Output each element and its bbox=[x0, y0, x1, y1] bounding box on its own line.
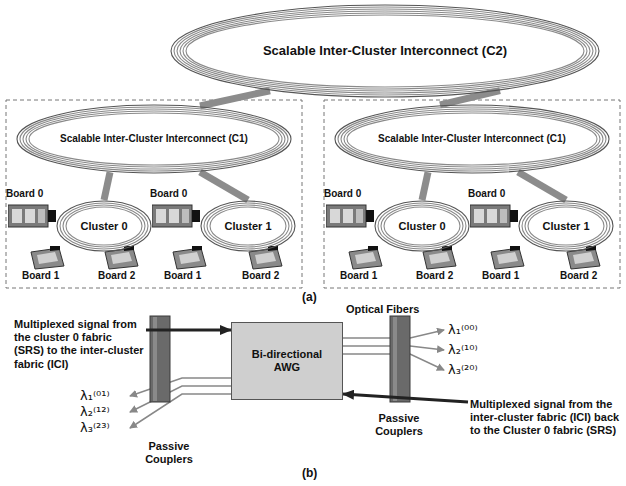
fiber-bundle bbox=[104, 172, 110, 200]
ring-label: Scalable Inter-Cluster Interconnect (C2) bbox=[261, 44, 509, 59]
fiber-ring bbox=[29, 113, 279, 165]
signal-arrow bbox=[343, 394, 468, 402]
optical-fiber bbox=[130, 386, 232, 412]
ring-label: Cluster 0 bbox=[78, 220, 129, 233]
ring-label: Cluster 1 bbox=[222, 220, 273, 233]
board-icon bbox=[173, 246, 206, 269]
cluster-ring: Cluster 0 bbox=[56, 200, 152, 252]
fiber-ring bbox=[26, 111, 282, 167]
interconnect-ring: Scalable Inter-Cluster Interconnect (C2) bbox=[170, 4, 600, 98]
board-label: Board 1 bbox=[482, 270, 519, 282]
board-icon bbox=[326, 205, 374, 227]
group-frame bbox=[324, 100, 620, 288]
interconnect-ring: Scalable Inter-Cluster Interconnect (C1) bbox=[16, 104, 292, 174]
cluster-ring: Cluster 1 bbox=[518, 200, 614, 252]
fiber-label: Optical Fibers bbox=[346, 303, 419, 316]
ring-label: Cluster 1 bbox=[540, 220, 591, 233]
fiber-ring bbox=[23, 109, 285, 169]
fiber-ring bbox=[63, 205, 145, 247]
fiber-ring bbox=[344, 111, 600, 167]
coupler-label: Passive Couplers bbox=[134, 440, 204, 466]
fiber-ring bbox=[528, 207, 604, 245]
fiber-ring bbox=[338, 107, 606, 171]
optical-fiber bbox=[130, 394, 232, 428]
board-label: Board 0 bbox=[324, 188, 361, 200]
signal-note: Multiplexed signal from the cluster 0 fa… bbox=[14, 318, 144, 371]
fiber-ring bbox=[183, 13, 587, 89]
ring-label: Cluster 0 bbox=[396, 220, 447, 233]
coupler-label: Passive Couplers bbox=[364, 412, 434, 438]
group-frame bbox=[6, 100, 302, 288]
ring-label: Scalable Inter-Cluster Interconnect (C1) bbox=[376, 133, 568, 145]
interconnect-ring: Scalable Inter-Cluster Interconnect (C1) bbox=[334, 104, 610, 174]
fiber-ring bbox=[177, 9, 593, 93]
panel-label: (b) bbox=[302, 466, 317, 480]
signal-arrow bbox=[146, 329, 231, 332]
fiber-bundle bbox=[518, 172, 566, 200]
board-icon bbox=[349, 246, 382, 269]
wavelength-label: λ₂⁽¹²⁾ bbox=[80, 404, 110, 420]
awg-box: Bi-directional AWG bbox=[231, 322, 343, 400]
fiber-ring bbox=[378, 203, 466, 249]
fiber-ring bbox=[186, 15, 584, 87]
board-label: Board 2 bbox=[242, 270, 279, 282]
fiber-ring bbox=[384, 207, 460, 245]
board-label: Board 0 bbox=[150, 188, 187, 200]
wavelength-label: λ₁⁽⁰⁰⁾ bbox=[448, 322, 478, 338]
board-label: Board 2 bbox=[560, 270, 597, 282]
wavelength-label: λ₁⁽⁰¹⁾ bbox=[80, 388, 110, 404]
board-label: Board 1 bbox=[340, 270, 377, 282]
board-icon bbox=[31, 246, 64, 269]
fiber-bundle bbox=[200, 172, 248, 200]
board-icon bbox=[8, 205, 56, 227]
fiber-ring bbox=[174, 7, 596, 95]
fiber-ring bbox=[171, 5, 599, 97]
board-icon bbox=[491, 246, 524, 269]
fiber-ring bbox=[204, 203, 292, 249]
board-label: Board 2 bbox=[98, 270, 135, 282]
wavelength-label: λ₂⁽¹⁰⁾ bbox=[448, 342, 478, 358]
fiber-ring bbox=[375, 201, 469, 251]
passive-coupler bbox=[390, 316, 410, 402]
cluster-ring: Cluster 1 bbox=[200, 200, 296, 252]
signal-note: Multiplexed signal from the inter-cluste… bbox=[470, 398, 620, 438]
board-label: Board 0 bbox=[468, 188, 505, 200]
fiber-ring bbox=[57, 201, 151, 251]
board-icon bbox=[152, 205, 200, 227]
panel-label: (a) bbox=[302, 290, 317, 304]
fiber-ring bbox=[66, 207, 142, 245]
coupler-highlight bbox=[393, 317, 397, 401]
fiber-ring bbox=[519, 201, 613, 251]
fiber-ring bbox=[180, 11, 590, 91]
fiber-ring bbox=[341, 109, 603, 169]
fiber-ring bbox=[210, 207, 286, 245]
wavelength-label: λ₃⁽²⁰⁾ bbox=[448, 362, 478, 378]
board-label: Board 0 bbox=[6, 188, 43, 200]
board-icon bbox=[470, 205, 518, 227]
fiber-ring bbox=[60, 203, 148, 249]
fiber-ring bbox=[381, 205, 463, 247]
fiber-bundle bbox=[200, 91, 270, 106]
board-label: Board 2 bbox=[416, 270, 453, 282]
fiber-ring bbox=[20, 107, 288, 171]
box-label: Bi-directional AWG bbox=[238, 348, 336, 373]
fiber-ring bbox=[525, 205, 607, 247]
ring-label: Scalable Inter-Cluster Interconnect (C1) bbox=[58, 133, 250, 145]
fiber-ring bbox=[201, 201, 295, 251]
fiber-ring bbox=[17, 105, 291, 173]
wavelength-label: λ₃⁽²³⁾ bbox=[80, 420, 110, 436]
fiber-ring bbox=[207, 205, 289, 247]
board-label: Board 1 bbox=[22, 270, 59, 282]
fiber-ring bbox=[347, 113, 597, 165]
cluster-ring: Cluster 0 bbox=[374, 200, 470, 252]
fiber-ring bbox=[522, 203, 610, 249]
fiber-ring bbox=[335, 105, 609, 173]
board-label: Board 1 bbox=[164, 270, 201, 282]
fiber-bundle bbox=[422, 172, 428, 200]
